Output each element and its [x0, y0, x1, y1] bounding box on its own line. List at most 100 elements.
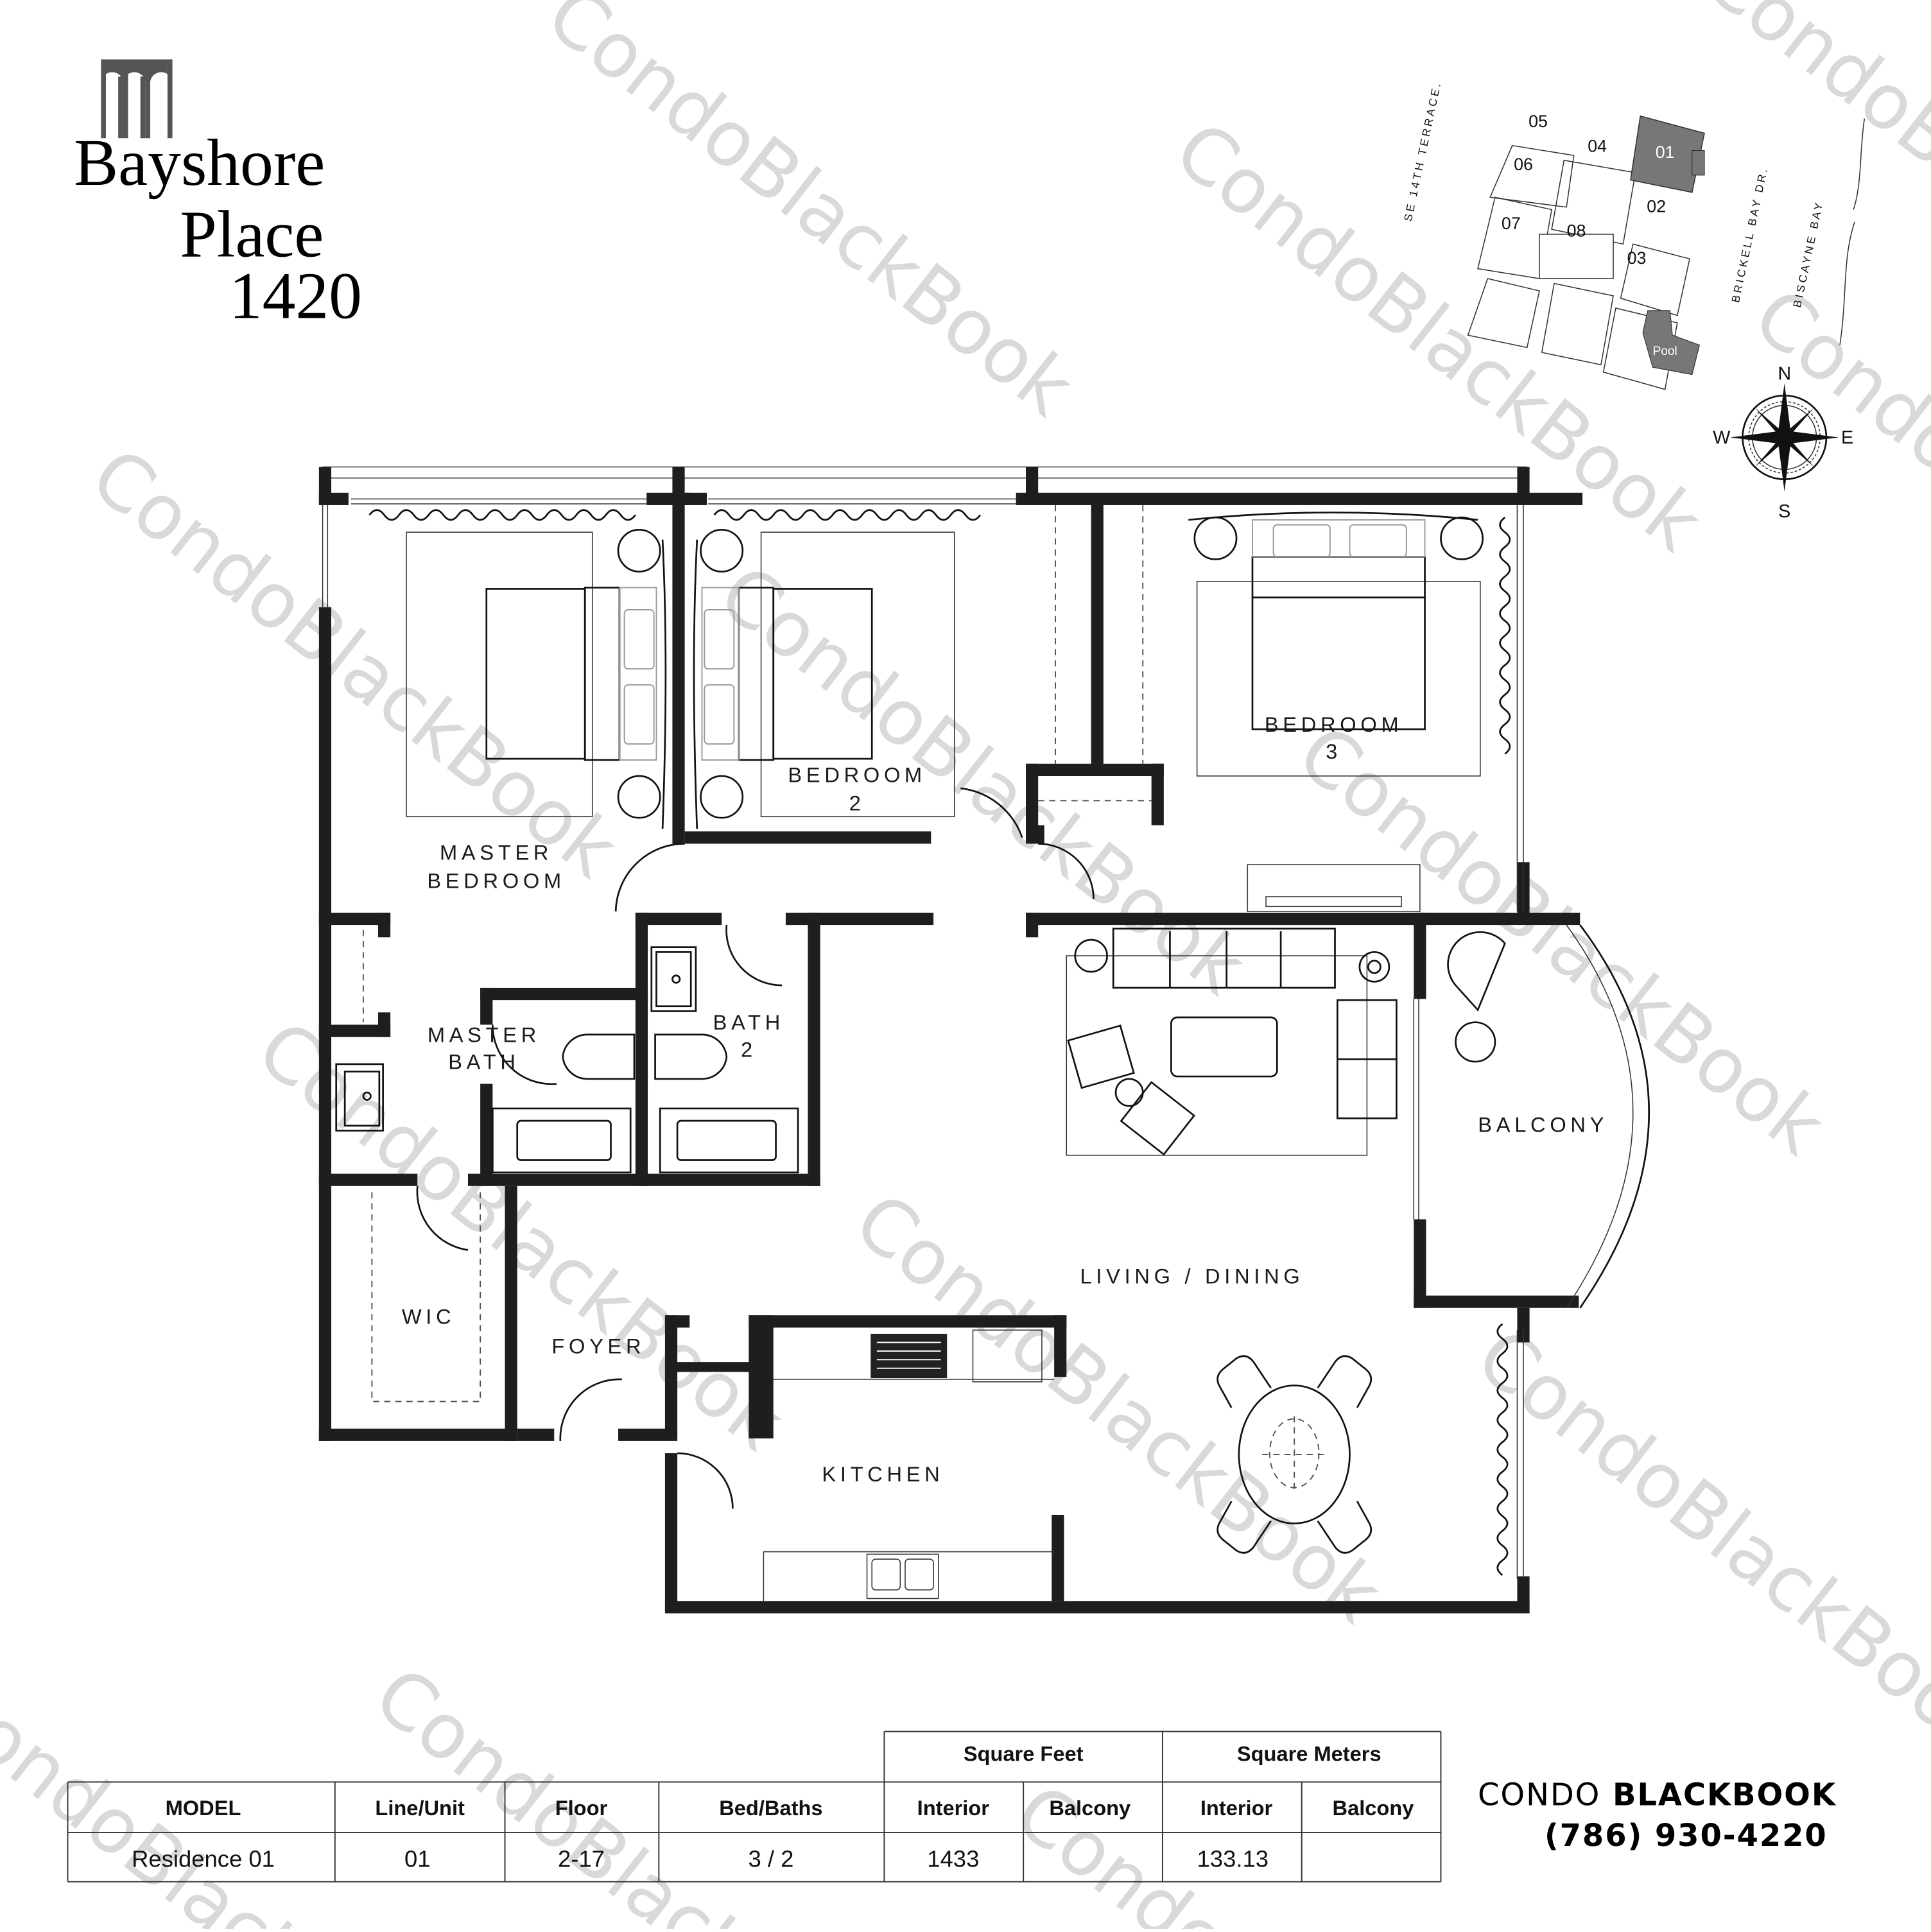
bedroom2-bed — [693, 528, 955, 829]
sink-icon — [866, 1553, 939, 1600]
label-bedroom-2: BEDROOM — [788, 763, 926, 787]
unit-info-table: Square Feet Square Meters MODEL Line/Uni… — [67, 1730, 1442, 1883]
label-master-bedroom: MASTER — [440, 840, 553, 864]
watermark: CondoBlackBook — [998, 1768, 1557, 1929]
dishwasher — [972, 1329, 1043, 1383]
living-rug — [1066, 955, 1368, 1156]
col-header-sqft-interior: Interior — [917, 1796, 990, 1820]
label-living-dining: LIVING / DINING — [1080, 1264, 1304, 1288]
col-header-floor: Floor — [555, 1796, 608, 1820]
door-bath2 — [725, 924, 783, 987]
key-label-02: 02 — [1647, 196, 1666, 216]
label-bedroom-3: BEDROOM — [1265, 712, 1403, 736]
top-window-sill — [322, 466, 1527, 479]
label-kitchen: KITCHEN — [822, 1462, 944, 1486]
watermark: CondoBlackBook — [530, 0, 1089, 434]
living-furniture — [1066, 927, 1398, 1156]
watermark: CondoBlackBook — [74, 431, 634, 895]
cooktop-icon — [870, 1334, 948, 1379]
side-windows — [322, 505, 1524, 1579]
watermark: CondoBlackBook — [358, 1650, 917, 1929]
bedroom3-dresser — [1247, 864, 1421, 912]
closet-rods — [362, 505, 1152, 1402]
room-labels: MASTER BEDROOM BEDROOM 2 BEDROOM 3 MASTE… — [402, 712, 1604, 1486]
curtain-living — [1496, 1323, 1509, 1576]
master-tub-icon — [516, 1119, 612, 1161]
svg-text:2-17: 2-17 — [558, 1846, 605, 1872]
key-core — [1539, 234, 1614, 279]
bedroom3-bed — [1188, 512, 1484, 912]
curtain-bedroom2 — [713, 509, 982, 521]
armchair — [1067, 1024, 1135, 1089]
door-entry — [677, 1452, 734, 1509]
key-unit-01-highlighted — [1630, 115, 1705, 193]
curtain-bedroom3 — [1499, 517, 1511, 755]
svg-text:01: 01 — [404, 1846, 431, 1872]
svg-text:3: 3 — [1326, 739, 1342, 763]
door-master-bedroom — [614, 843, 685, 912]
dining-table — [1238, 1384, 1351, 1524]
walls — [318, 467, 1583, 1614]
master-bed — [406, 528, 667, 829]
dining-set — [1217, 1355, 1372, 1554]
key-label-05: 05 — [1528, 112, 1548, 131]
key-label-03: 03 — [1627, 248, 1647, 268]
master-toilet-icon — [562, 1033, 636, 1080]
col-header-line-unit: Line/Unit — [375, 1796, 465, 1820]
balcony-furniture — [1447, 931, 1506, 1063]
watermark: CondoBlackBook — [1460, 1312, 1931, 1776]
key-unit-02 — [1620, 243, 1690, 316]
key-label-06: 06 — [1514, 155, 1533, 174]
street-label-west: SE 14TH TERRACE. — [1401, 80, 1444, 222]
key-label-01: 01 — [1656, 142, 1675, 162]
door-bedroom3 — [1038, 843, 1095, 899]
watermark: CondoBlackBook — [1737, 272, 1931, 736]
bath2-toilet-icon — [654, 1033, 728, 1080]
logo-line-1: Bayshore — [74, 126, 325, 200]
key-unit-05 — [1489, 144, 1575, 208]
key-unit-08 — [1541, 282, 1614, 366]
arch-mark-icon — [101, 59, 173, 139]
group-header-sqft: Square Feet — [964, 1742, 1084, 1766]
label-master-bath: MASTER — [428, 1022, 541, 1046]
compass-w: W — [1713, 427, 1731, 448]
brand-name: CONDO BLACKBOOK — [1478, 1777, 1837, 1813]
bayshore-logo: Bayshore Place 1420 — [74, 59, 362, 332]
key-label-08: 08 — [1567, 221, 1586, 241]
col-header-bed-baths: Bed/Baths — [719, 1796, 822, 1820]
key-pool — [1642, 310, 1701, 375]
key-unit-07 — [1467, 278, 1540, 349]
top-windows — [351, 498, 1016, 505]
svg-text:133.13: 133.13 — [1197, 1846, 1269, 1872]
svg-text:Residence 01: Residence 01 — [132, 1846, 275, 1872]
svg-text:BEDROOM: BEDROOM — [427, 869, 566, 893]
door-wic — [416, 1186, 469, 1251]
sofa — [1112, 927, 1336, 989]
compass-rose-icon — [1730, 383, 1839, 492]
kitchen-fixtures — [763, 1329, 1055, 1601]
col-header-model: MODEL — [166, 1796, 241, 1820]
armchair — [1120, 1081, 1196, 1156]
floor-plan: MASTER BEDROOM BEDROOM 2 BEDROOM 3 MASTE… — [318, 466, 1650, 1614]
label-foyer: FOYER — [551, 1334, 645, 1358]
watermark: CondoBlackBook — [703, 549, 1262, 1013]
compass-n: N — [1778, 363, 1791, 384]
svg-text:1433: 1433 — [927, 1846, 979, 1872]
compass-s: S — [1778, 501, 1790, 522]
curtain-master — [368, 509, 636, 521]
floor-lamp-icon — [1358, 951, 1390, 983]
svg-text:3 / 2: 3 / 2 — [748, 1846, 793, 1872]
doors — [416, 787, 1095, 1509]
col-header-sqft-balcony: Balcony — [1049, 1796, 1130, 1820]
master-bath-fixtures — [335, 1033, 636, 1174]
street-label-east: BRICKELL BAY DR. — [1729, 165, 1771, 304]
watermark: CondoBlackBook — [838, 1177, 1398, 1641]
key-label-04: 04 — [1588, 136, 1607, 155]
balcony-railing — [1579, 924, 1650, 1309]
logo-line-2: Place — [180, 198, 324, 271]
logo-line-3: 1420 — [229, 259, 362, 332]
door-master-bath — [492, 1024, 557, 1085]
svg-text:2: 2 — [741, 1037, 757, 1061]
key-label-07: 07 — [1502, 214, 1521, 233]
